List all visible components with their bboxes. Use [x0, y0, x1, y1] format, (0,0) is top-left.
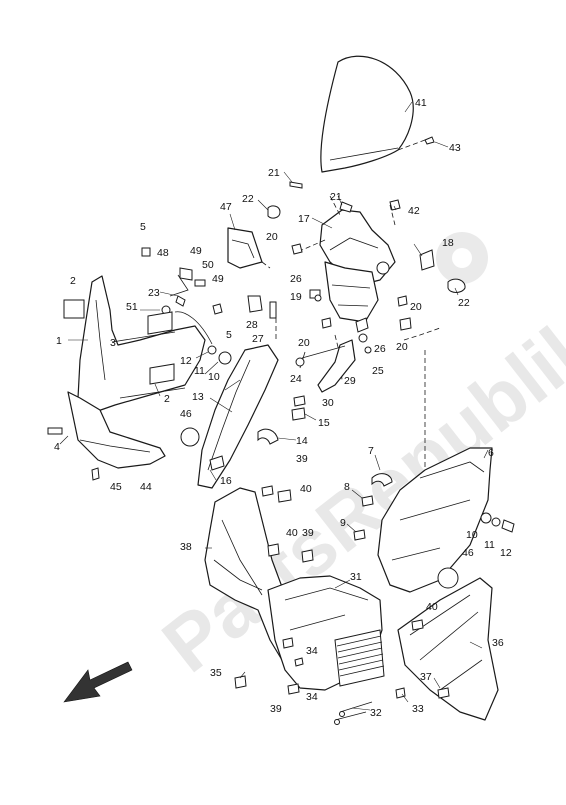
callout-c49a: 49 [190, 245, 202, 257]
callout-c20d: 20 [396, 341, 408, 353]
callout-c12a: 12 [180, 355, 192, 367]
callout-c38: 38 [180, 541, 192, 553]
callout-c25: 25 [372, 365, 384, 377]
callout-c17: 17 [298, 213, 310, 225]
callout-c35: 35 [210, 667, 222, 679]
callout-c10b: 10 [466, 529, 478, 541]
callout-c2a: 2 [70, 275, 76, 287]
callout-c1: 1 [56, 335, 62, 347]
callout-c34a: 34 [306, 645, 318, 657]
callout-c29: 29 [344, 375, 356, 387]
callout-c4: 4 [54, 441, 60, 453]
callout-c14: 14 [296, 435, 308, 447]
front-cowl-left [77, 275, 206, 413]
callout-c8: 8 [344, 481, 350, 493]
callout-c5a: 5 [140, 221, 146, 233]
callout-c20a: 20 [266, 231, 278, 243]
callout-c39a: 39 [296, 453, 308, 465]
callout-c5b: 5 [226, 329, 232, 341]
callout-c10a: 10 [208, 371, 220, 383]
callout-c40c: 40 [426, 601, 438, 613]
callout-c2b: 2 [164, 393, 170, 405]
callout-c19: 19 [290, 291, 302, 303]
callout-c22a: 22 [242, 193, 254, 205]
callout-c15: 15 [318, 417, 330, 429]
callout-c41: 41 [415, 97, 427, 109]
callout-c20b: 20 [410, 301, 422, 313]
callout-c51: 51 [126, 301, 138, 313]
callout-c21b: 21 [330, 191, 342, 203]
callout-c21a: 21 [268, 167, 280, 179]
lower-cowl-right [397, 577, 499, 721]
callout-c39c: 39 [270, 703, 282, 715]
callout-c26a: 26 [290, 273, 302, 285]
callout-c23: 23 [148, 287, 160, 299]
callout-c24: 24 [290, 373, 302, 385]
callout-c26b: 26 [374, 343, 386, 355]
callout-c44: 44 [140, 481, 152, 493]
front-lower-spoiler [67, 391, 166, 469]
side-cover-inner [197, 344, 279, 489]
radiator-grille [334, 629, 385, 687]
callout-c31: 31 [350, 571, 362, 583]
windscreen [320, 55, 414, 173]
callout-c33: 33 [412, 703, 424, 715]
callout-c46a: 46 [180, 408, 192, 420]
callout-c13: 13 [192, 391, 204, 403]
callout-c12b: 12 [500, 547, 512, 559]
callout-c11a: 11 [194, 365, 205, 377]
callout-c48: 48 [157, 247, 169, 259]
callout-c40b: 40 [286, 527, 298, 539]
stay [317, 339, 356, 393]
callout-c45: 45 [110, 481, 122, 493]
callout-c18: 18 [442, 237, 454, 249]
callout-c30: 30 [322, 397, 334, 409]
callout-c9: 9 [340, 517, 346, 529]
callout-c6: 6 [488, 447, 494, 459]
callout-c46b: 46 [462, 547, 474, 559]
callout-c37: 37 [420, 671, 432, 683]
callout-c39b: 39 [302, 527, 314, 539]
callout-c20c: 20 [298, 337, 310, 349]
callout-c47: 47 [220, 201, 232, 213]
callout-c27: 27 [252, 333, 264, 345]
callout-c50: 50 [202, 259, 214, 271]
callout-c3: 3 [110, 337, 116, 349]
callout-c7: 7 [368, 445, 374, 457]
inner-panel [227, 227, 263, 269]
front-direction-arrow-icon [63, 661, 133, 703]
callout-c42: 42 [408, 205, 420, 217]
callout-c34b: 34 [306, 691, 318, 703]
callout-c16: 16 [220, 475, 232, 487]
callout-c11b: 11 [484, 539, 495, 551]
gear-watermark-icon [436, 232, 488, 284]
callout-c43: 43 [449, 142, 461, 154]
callout-c28: 28 [246, 319, 258, 331]
callout-c22b: 22 [458, 297, 470, 309]
callout-c32: 32 [370, 707, 382, 719]
callout-c36: 36 [492, 637, 504, 649]
callout-c40a: 40 [300, 483, 312, 495]
callout-c49b: 49 [212, 273, 224, 285]
